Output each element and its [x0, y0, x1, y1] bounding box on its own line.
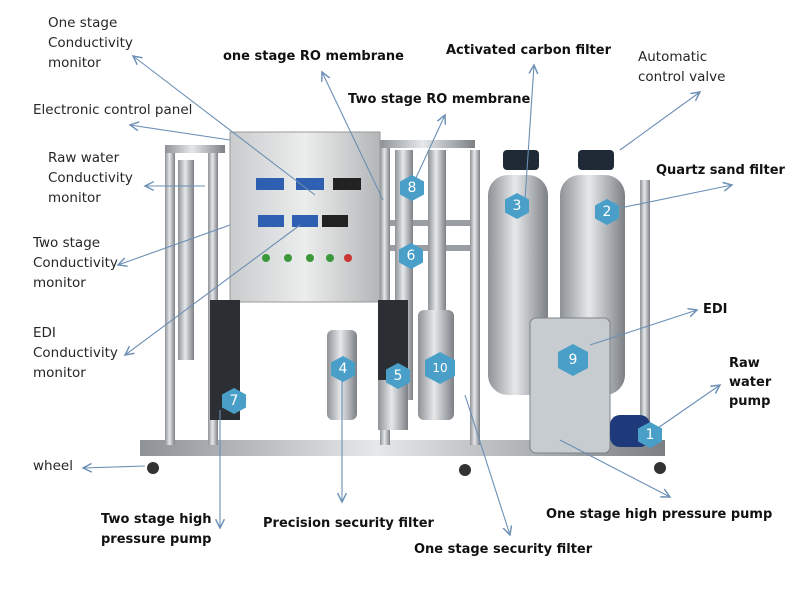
arrow-two-stage-ro — [414, 115, 445, 181]
arrow-one-stage-cond — [133, 56, 316, 196]
arrow-edi-cond — [125, 224, 301, 355]
marker-5: 5 — [386, 363, 410, 389]
pumps — [210, 300, 650, 454]
arrow-activated-carbon — [524, 65, 534, 201]
label-one-stage-ro-membrane: one stage RO membrane — [223, 49, 404, 64]
control-panel — [229, 131, 381, 303]
label-quartz-sand-filter: Quartz sand filter — [656, 163, 785, 178]
label-precision-security-filter: Precision security filter — [263, 516, 434, 531]
marker-7: 7 — [222, 388, 246, 414]
marker-1: 1 — [638, 422, 662, 448]
marker-10: 10 — [425, 352, 455, 384]
wheels — [147, 462, 666, 476]
arrow-two-stage-cond — [118, 224, 231, 265]
arrow-one-stage-hp — [559, 439, 670, 497]
label-wheel: wheel — [33, 458, 73, 474]
marker-9: 9 — [558, 344, 588, 376]
arrow-quartz — [609, 185, 732, 211]
arrow-control-panel — [130, 125, 231, 141]
arrow-one-stage-ro — [322, 72, 384, 201]
label-one-stage-high-pressure-pump: One stage high pressure pump — [546, 507, 773, 522]
label-activated-carbon-filter: Activated carbon filter — [446, 43, 611, 58]
label-one-stage-security-filter: One stage security filter — [414, 542, 593, 557]
arrow-one-stage-security — [464, 394, 510, 535]
arrow-raw-pump — [654, 385, 720, 431]
marker-4: 4 — [331, 356, 355, 382]
arrow-auto-valve — [619, 92, 700, 151]
label-electronic-control-panel: Electronic control panel — [33, 102, 193, 118]
arrow-edi — [589, 310, 697, 346]
label-two-stage-ro-membrane: Two stage RO membrane — [348, 92, 531, 107]
label-edi: EDI — [703, 302, 728, 317]
arrow-wheel — [83, 466, 146, 468]
